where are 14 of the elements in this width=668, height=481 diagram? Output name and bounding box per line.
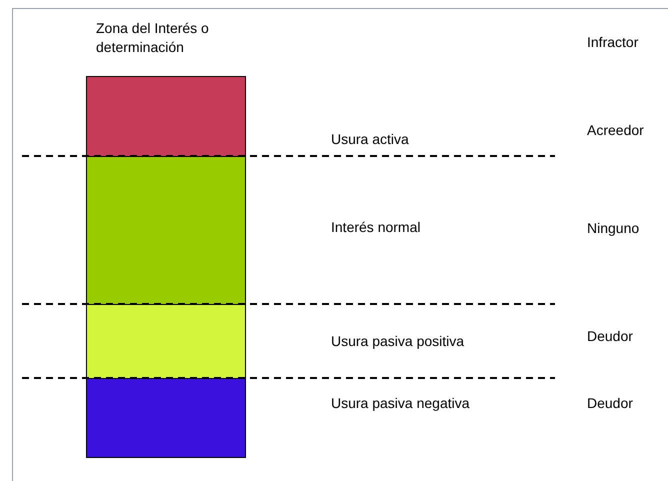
zone-label: Usura activa [331,130,409,148]
zone-bar [86,378,246,458]
zone-label: Usura pasiva negativa [331,394,470,412]
zone-label: Interés normal [331,218,420,236]
zone-label: Acreedor [587,121,644,139]
zone-label: Usura pasiva positiva [331,332,464,350]
zone-label: Deudor [587,327,633,345]
zone-label: Infractor [587,33,638,51]
zone-bar [86,156,246,305]
column-heading: Zona del Interés o determinación [96,19,210,57]
zone-label: Deudor [587,394,633,412]
zone-bar [86,76,246,157]
zone-bar [86,304,246,379]
zone-label: Ninguno [587,219,640,237]
